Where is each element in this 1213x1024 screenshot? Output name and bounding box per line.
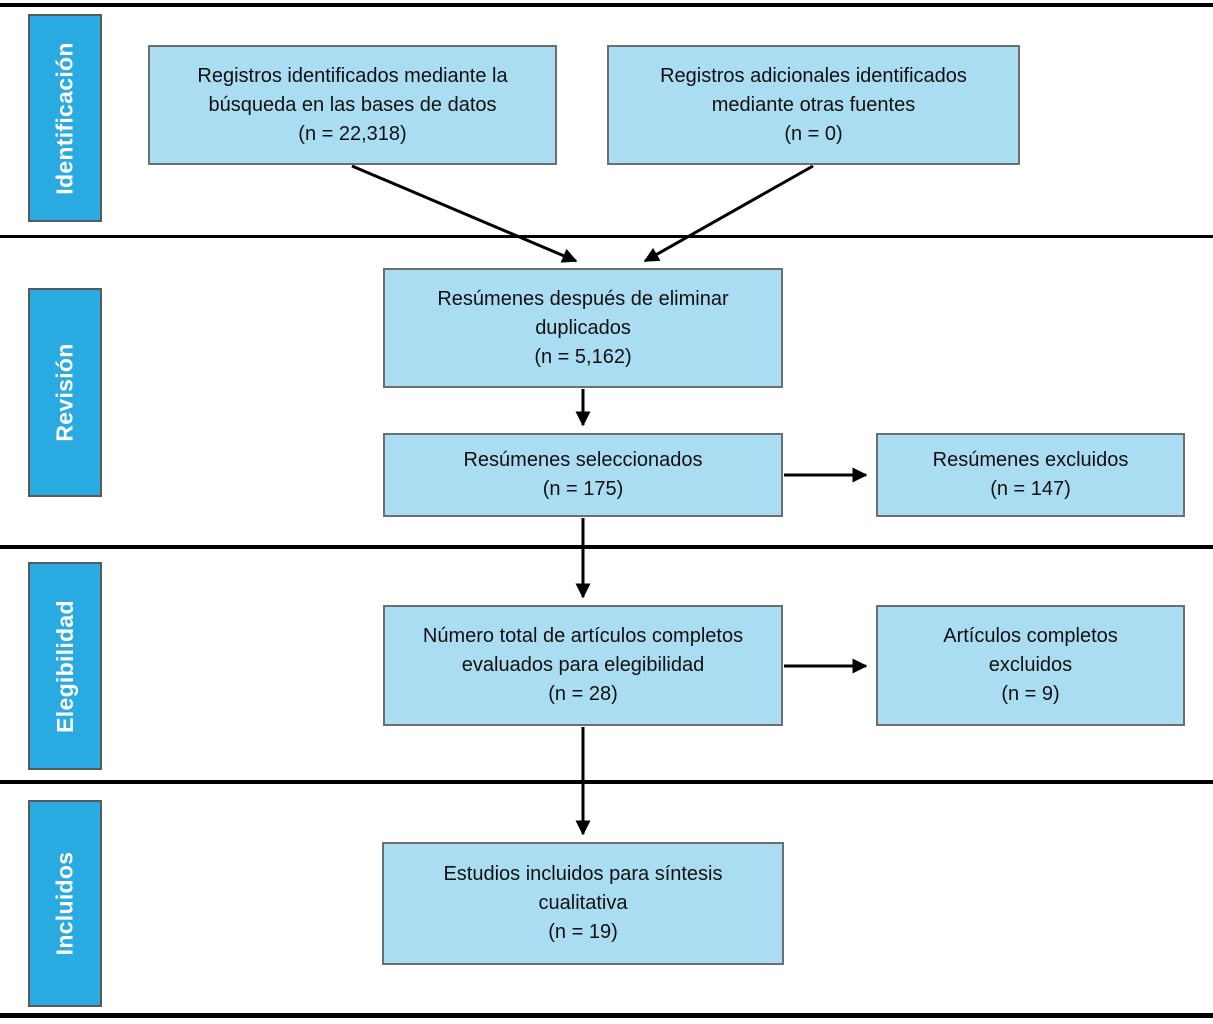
box-text: Registros identificados mediante la búsq… [197, 64, 508, 145]
box-text: Artículos completos excluidos (n = 9) [943, 625, 1118, 705]
box-text: Resúmenes después de eliminar duplicados… [437, 287, 729, 368]
box-text: Registros adicionales identificados medi… [660, 64, 967, 145]
box-text: Resúmenes seleccionados (n = 175) [463, 449, 703, 500]
stage-label-text: Identificación [51, 41, 78, 195]
top-border-line [0, 3, 1213, 7]
stage-label-incluidos: Incluidos [28, 800, 102, 1007]
arrow-databases-to-duplicates [351, 164, 578, 263]
stage-label-elegibilidad: Elegibilidad [28, 562, 102, 770]
box-after-duplicates-removed: Resúmenes después de eliminar duplicados… [383, 268, 783, 388]
bottom-border-line [0, 1013, 1213, 1018]
divider-identification-review [0, 235, 1213, 238]
stage-label-text: Elegibilidad [51, 599, 78, 733]
box-abstracts-screened: Resúmenes seleccionados (n = 175) [383, 433, 783, 517]
box-fulltext-excluded: Artículos completos excluidos (n = 9) [876, 605, 1185, 726]
stage-label-identificacion: Identificación [28, 14, 102, 222]
stage-label-text: Incluidos [51, 851, 78, 956]
box-records-identified-databases: Registros identificados mediante la búsq… [148, 45, 557, 165]
arrow-othersources-to-duplicates [643, 164, 814, 263]
stage-label-text: Revisión [51, 343, 78, 442]
box-text: Número total de artículos completos eval… [422, 625, 744, 705]
box-included-qualitative: Estudios incluidos para síntesis cualita… [382, 842, 784, 965]
divider-review-eligibility [0, 545, 1213, 549]
stage-label-revision: Revisión [28, 288, 102, 497]
box-fulltext-assessed: Número total de artículos completos eval… [383, 605, 783, 726]
box-abstracts-excluded: Resúmenes excluidos (n = 147) [876, 433, 1185, 517]
box-text: Resúmenes excluidos (n = 147) [932, 449, 1129, 500]
box-records-other-sources: Registros adicionales identificados medi… [607, 45, 1020, 165]
box-text: Estudios incluidos para síntesis cualita… [443, 863, 723, 943]
divider-eligibility-included [0, 780, 1213, 784]
